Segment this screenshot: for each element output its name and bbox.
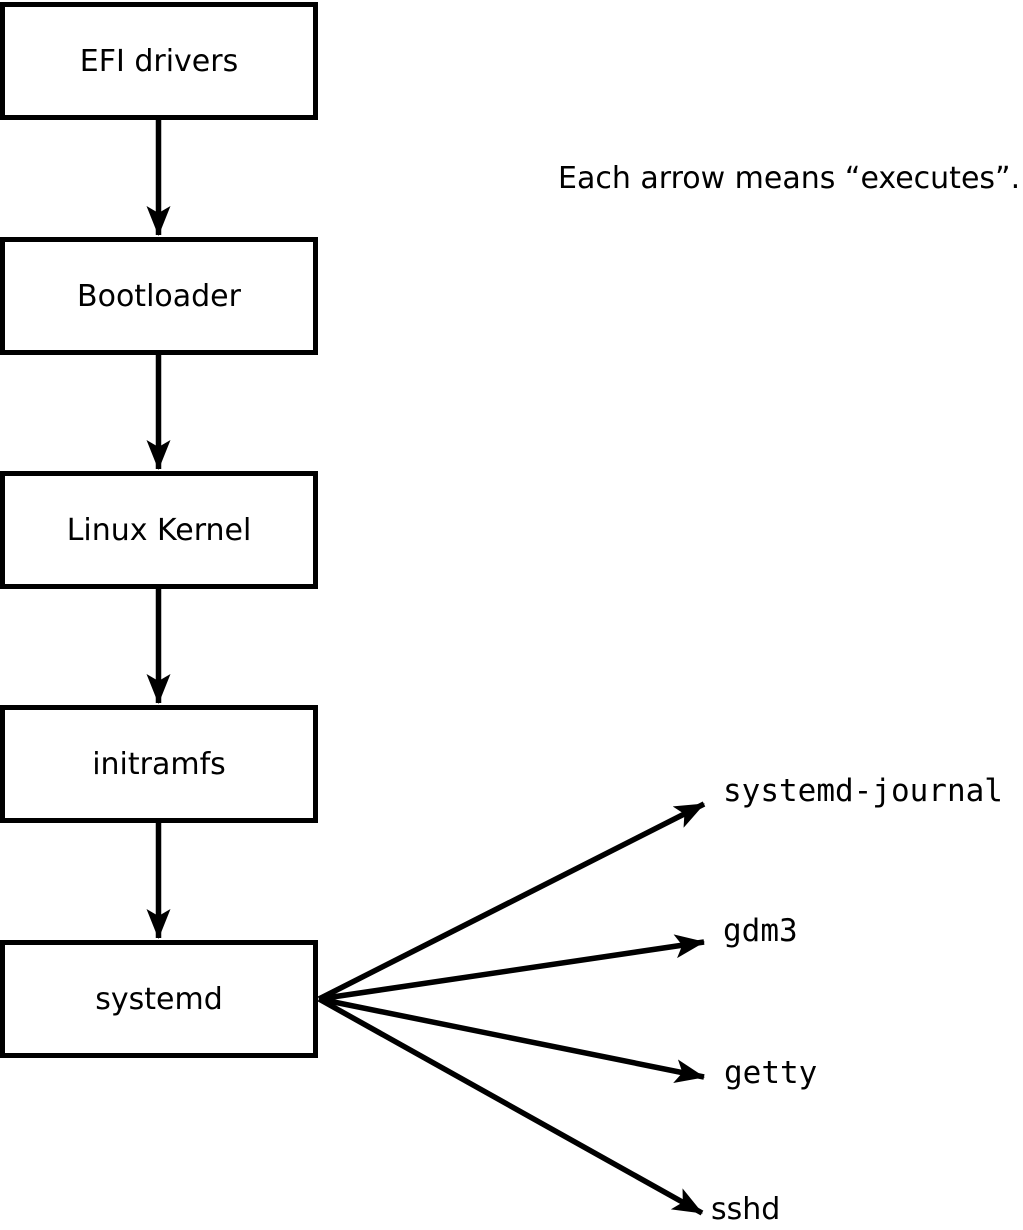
node-linux-kernel: Linux Kernel bbox=[0, 471, 318, 589]
arrow-systemd-to-getty bbox=[318, 996, 705, 1084]
node-label: systemd bbox=[95, 981, 223, 1017]
process-label-getty: getty bbox=[724, 1055, 818, 1091]
arrow-systemd-to-systemd-journal bbox=[317, 801, 706, 1002]
process-label-gdm3: gdm3 bbox=[723, 913, 798, 949]
node-label: Bootloader bbox=[77, 278, 241, 314]
node-bootloader: Bootloader bbox=[0, 237, 318, 355]
node-label: Linux Kernel bbox=[66, 512, 252, 548]
process-label-systemd-journal: systemd-journal bbox=[723, 773, 1003, 809]
node-systemd: systemd bbox=[0, 940, 318, 1058]
node-label: EFI drivers bbox=[79, 43, 239, 79]
node-label: initramfs bbox=[92, 746, 226, 782]
legend-note: Each arrow means “executes”. bbox=[558, 161, 1021, 196]
arrow-systemd-to-gdm3 bbox=[318, 934, 705, 1002]
process-label-sshd: sshd bbox=[711, 1192, 781, 1227]
node-efi-drivers: EFI drivers bbox=[0, 2, 318, 120]
arrow-systemd-to-sshd bbox=[317, 996, 704, 1216]
node-initramfs: initramfs bbox=[0, 705, 318, 823]
